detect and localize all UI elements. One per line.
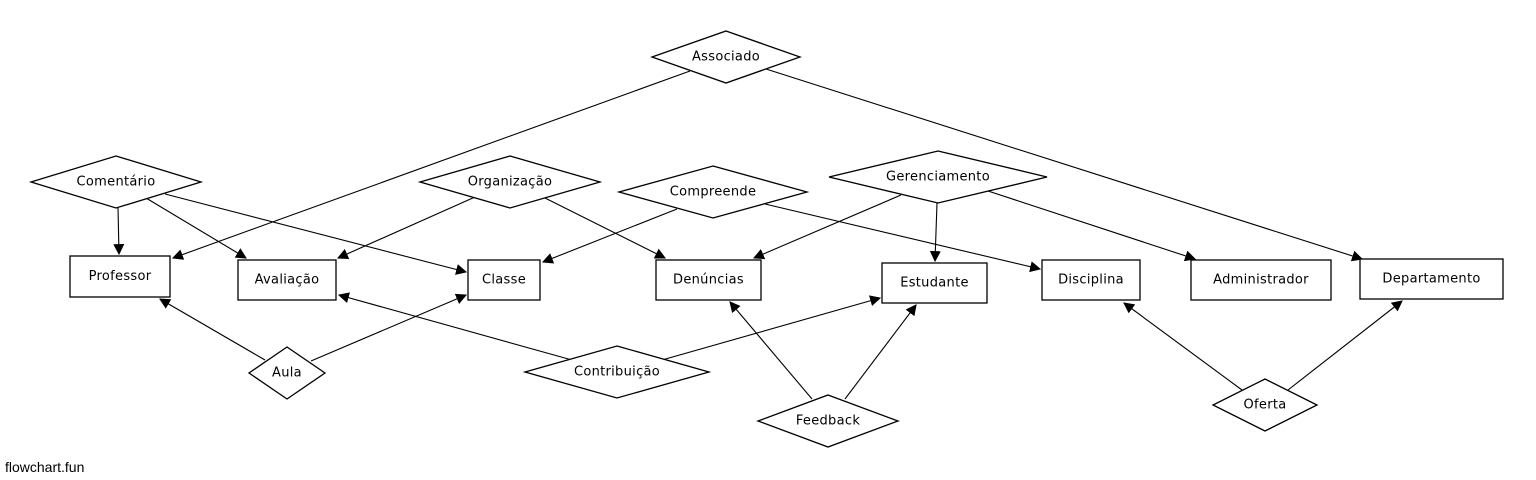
entity-professor[interactable]: Professor [69, 255, 171, 298]
edge-organizacao-to-denuncias [544, 197, 666, 259]
entity-box [237, 259, 337, 301]
entity-avaliacao-label: Avaliação [255, 273, 320, 288]
edge-feedback-to-estudante [844, 304, 917, 400]
relationship-diamond [417, 155, 603, 209]
relationship-contribuicao-label: Contribuição [574, 365, 660, 380]
relationship-aula[interactable]: Aula [247, 346, 327, 400]
relationship-feedback[interactable]: Feedback [756, 394, 900, 448]
relationship-aula-label: Aula [272, 366, 302, 381]
entity-denuncias-label: Denúncias [673, 273, 744, 288]
edge-compreende-to-disciplina [764, 203, 1042, 273]
entity-box [1359, 258, 1504, 300]
entity-box [655, 259, 762, 301]
relationship-associado-label: Associado [692, 50, 760, 65]
relationship-diamond [756, 394, 900, 448]
entity-professor-label: Professor [89, 269, 152, 284]
edge-organizacao-to-avaliacao [336, 196, 476, 259]
relationship-diamond [247, 346, 327, 400]
edge-oferta-to-disciplina [1123, 302, 1243, 391]
entity-box [881, 262, 988, 304]
relationship-oferta[interactable]: Oferta [1211, 378, 1319, 432]
relationship-feedback-label: Feedback [796, 414, 860, 429]
edge-comentario-to-classe [164, 193, 468, 275]
entity-box [1190, 259, 1332, 301]
relationship-diamond [616, 165, 810, 219]
relationship-gerenciamento-label: Gerenciamento [886, 170, 990, 185]
entity-disciplina[interactable]: Disciplina [1041, 259, 1141, 301]
entity-classe[interactable]: Classe [467, 259, 541, 301]
relationship-organizacao[interactable]: Organização [417, 155, 603, 209]
entity-disciplina-label: Disciplina [1058, 273, 1124, 288]
edge-feedback-to-denuncias [729, 301, 813, 400]
entity-denuncias[interactable]: Denúncias [655, 259, 762, 301]
relationship-diamond [522, 345, 712, 399]
entity-administrador-label: Administrador [1213, 273, 1309, 288]
edge-comentario-to-avaliacao [145, 197, 247, 259]
edge-comentario-to-professor [113, 207, 125, 256]
entity-administrador[interactable]: Administrador [1190, 259, 1332, 301]
relationship-contribuicao[interactable]: Contribuição [522, 345, 712, 399]
edge-contribuicao-to-avaliacao [337, 292, 573, 361]
edge-gerenciamento-to-denuncias [752, 194, 902, 260]
relationship-gerenciamento[interactable]: Gerenciamento [828, 150, 1048, 204]
relationship-organizacao-label: Organização [468, 175, 553, 190]
relationship-compreende-label: Compreende [670, 185, 757, 200]
edge-oferta-to-departamento [1287, 300, 1403, 391]
relationship-associado[interactable]: Associado [650, 30, 802, 84]
relationship-compreende[interactable]: Compreende [616, 165, 810, 219]
edges-layer [113, 68, 1403, 400]
relationship-oferta-label: Oferta [1243, 398, 1286, 413]
entity-avaliacao[interactable]: Avaliação [237, 259, 337, 301]
watermark: flowchart.fun [5, 459, 85, 475]
edge-contribuicao-to-estudante [661, 295, 882, 361]
relationship-diamond [28, 155, 204, 209]
entity-box [1041, 259, 1141, 301]
edge-associado-to-departamento [765, 68, 1364, 262]
edge-gerenciamento-to-administrador [984, 189, 1197, 262]
entity-box [467, 259, 541, 301]
edge-aula-to-professor [159, 298, 266, 361]
relationship-diamond [828, 150, 1048, 204]
edge-compreende-to-classe [541, 208, 678, 264]
edge-aula-to-classe [310, 293, 468, 362]
relationship-diamond [1211, 378, 1319, 432]
entity-departamento[interactable]: Departamento [1359, 258, 1504, 300]
relationship-diamond [650, 30, 802, 84]
edge-associado-to-professor [171, 70, 691, 260]
entity-estudante[interactable]: Estudante [881, 262, 988, 304]
entity-classe-label: Classe [482, 273, 526, 288]
relationship-comentario-label: Comentário [77, 175, 156, 190]
relationship-comentario[interactable]: Comentário [28, 155, 204, 209]
nodes-layer: Professor Avaliação Classe Denúncias Estudan… [28, 30, 1504, 448]
entity-estudante-label: Estudante [900, 276, 969, 291]
entity-box [69, 255, 171, 298]
edge-gerenciamento-to-estudante [929, 202, 941, 263]
entity-departamento-label: Departamento [1382, 272, 1480, 287]
